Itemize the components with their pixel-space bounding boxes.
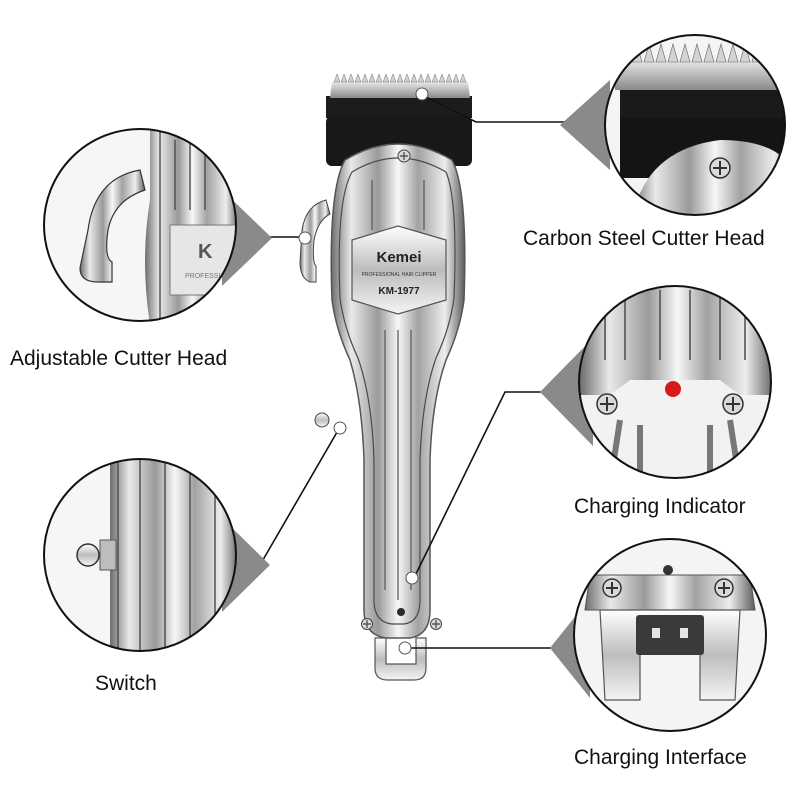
hair-clipper: Kemei PROFESSIONAL HAIR CLIPPER KM-1977 [299, 73, 472, 681]
detail-charging-indicator [578, 285, 772, 479]
adjust-lever-closeup [79, 169, 146, 283]
adjust-lever [299, 199, 331, 283]
label-carbon-steel-cutter-head: Carbon Steel Cutter Head [523, 227, 765, 250]
brand-subtitle: PROFESSIONAL HAIR CLIPPER [362, 272, 437, 278]
detail-badge-letter: K [198, 241, 213, 263]
detail-charging-interface [573, 538, 767, 732]
body-screws [361, 149, 442, 630]
brand-badge: Kemei PROFESSIONAL HAIR CLIPPER KM-1977 [351, 225, 447, 315]
detail-carbon-cutter [604, 34, 786, 216]
pointer-dots [298, 87, 429, 655]
switch-knob-closeup [76, 543, 100, 567]
detail-switch [43, 458, 237, 652]
label-charging-indicator: Charging Indicator [574, 495, 746, 518]
label-switch: Switch [95, 672, 157, 695]
detail-badge-subtext: PROFESSI [185, 273, 220, 280]
model-number: KM-1977 [378, 286, 420, 297]
charging-port [636, 615, 704, 655]
detail-adjustable-head: K PROFESSI [43, 128, 237, 322]
label-charging-interface: Charging Interface [574, 746, 747, 769]
charging-tab [374, 637, 427, 681]
brand-name: Kemei [376, 249, 421, 266]
label-adjustable-cutter-head: Adjustable Cutter Head [10, 347, 228, 370]
switch-knob [314, 412, 330, 428]
charging-indicator-light [665, 381, 681, 397]
